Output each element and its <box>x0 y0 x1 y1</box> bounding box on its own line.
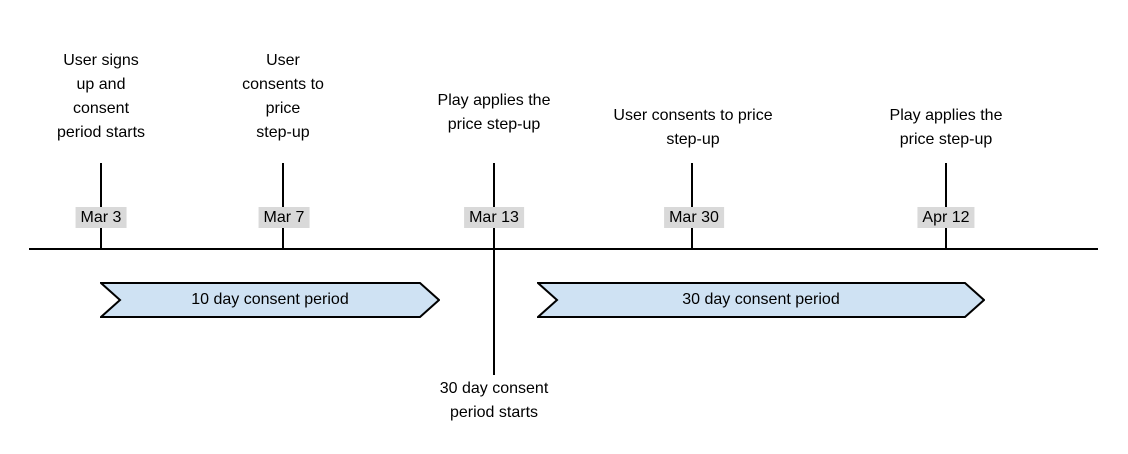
period-arrow-30-day: 30 day consent period <box>537 282 985 318</box>
right-arrow-shape <box>100 282 440 318</box>
period-arrow-10-day-label: 10 day consent period <box>191 291 349 308</box>
tick-apr-12 <box>945 163 947 248</box>
timeline-axis <box>29 248 1098 250</box>
event-label-mar-7: User consents to price step-up <box>242 52 324 141</box>
note-text: 30 day consent period starts <box>439 380 549 421</box>
event-label-mar-30: User consents to price step-up <box>613 107 773 148</box>
period-arrow-10-day: 10 day consent period <box>100 282 440 318</box>
date-badge-mar-13: Mar 13 <box>464 207 524 228</box>
date-badge-apr-12: Apr 12 <box>917 207 975 228</box>
tick-mar-30 <box>691 163 693 248</box>
event-label-mar-3: User signs up and consent period starts <box>56 52 146 141</box>
tick-mar-13 <box>493 163 495 375</box>
date-badge-mar-3: Mar 3 <box>75 207 127 228</box>
date-badge-mar-30: Mar 30 <box>664 207 724 228</box>
right-arrow-shape <box>537 282 985 318</box>
date-badge-mar-7: Mar 7 <box>258 207 310 228</box>
tick-mar-7 <box>282 163 284 248</box>
event-label-mar-13: Play applies the price step-up <box>437 92 551 133</box>
period-arrow-30-day-label: 30 day consent period <box>682 291 840 308</box>
tick-mar-3 <box>100 163 102 248</box>
event-label-apr-12: Play applies the price step-up <box>889 107 1003 148</box>
